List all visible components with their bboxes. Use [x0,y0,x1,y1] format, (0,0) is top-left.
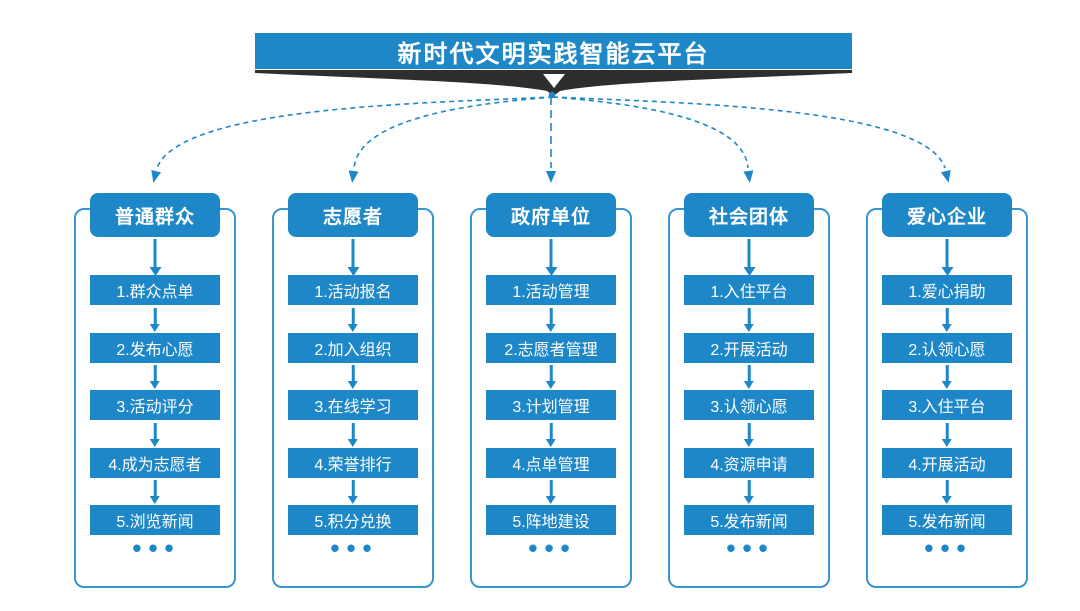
down-arrow-icon [153,308,157,324]
down-arrow-icon [747,308,751,324]
column-header: 社会团体 [684,193,814,237]
down-arrow-icon [351,365,355,381]
ellipsis: ••• [132,533,181,563]
flow-step: 4.成为志愿者 [90,448,220,478]
column-header: 普通群众 [90,193,220,237]
down-arrow-icon [351,480,355,496]
flow-step: 3.计划管理 [486,390,616,420]
arrowhead-icon [743,170,754,183]
flow-step: 5.阵地建设 [486,505,616,535]
down-arrow-icon [747,239,751,267]
arrowhead-icon [348,170,359,183]
down-arrow-icon [549,480,553,496]
flow-step: 4.荣誉排行 [288,448,418,478]
page-title: 新时代文明实践智能云平台 [255,33,852,69]
column-header: 志愿者 [288,193,418,237]
flow-step: 1.活动管理 [486,275,616,305]
banner-chevron-ribbon [255,70,852,96]
fan-connector-lines [151,91,951,183]
flow-step: 2.认领心愿 [882,333,1012,363]
arrowhead-icon [151,169,162,183]
flow-step: 1.群众点单 [90,275,220,305]
down-arrow-icon [945,423,949,439]
down-arrow-icon [351,308,355,324]
flow-step: 2.发布心愿 [90,333,220,363]
flow-step: 1.爱心捐助 [882,275,1012,305]
down-arrow-icon [549,423,553,439]
flow-step: 4.点单管理 [486,448,616,478]
ellipsis: ••• [528,533,577,563]
flow-step: 2.志愿者管理 [486,333,616,363]
down-arrow-icon [747,423,751,439]
flow-step: 4.资源申请 [684,448,814,478]
down-arrow-icon [945,308,949,324]
flow-step: 3.认领心愿 [684,390,814,420]
down-arrow-icon [945,480,949,496]
ellipsis: ••• [924,533,973,563]
flow-step: 2.加入组织 [288,333,418,363]
down-arrow-icon [549,308,553,324]
flow-step: 4.开展活动 [882,448,1012,478]
down-arrow-icon [945,239,949,267]
down-arrow-icon [351,423,355,439]
down-arrow-icon [747,365,751,381]
column-header: 政府单位 [486,193,616,237]
flow-step: 5.积分兑换 [288,505,418,535]
down-arrow-icon [945,365,949,381]
flow-step: 2.开展活动 [684,333,814,363]
down-arrow-icon [549,239,553,267]
down-arrow-icon [549,365,553,381]
flow-step: 1.活动报名 [288,275,418,305]
column-header: 爱心企业 [882,193,1012,237]
down-arrow-icon [351,239,355,267]
ellipsis: ••• [726,533,775,563]
flow-step: 3.在线学习 [288,390,418,420]
flow-step: 5.发布新闻 [882,505,1012,535]
flow-step: 5.发布新闻 [684,505,814,535]
flow-step: 3.活动评分 [90,390,220,420]
down-arrow-icon [153,423,157,439]
hub-dot-icon [548,91,556,99]
down-arrow-icon [153,480,157,496]
down-arrow-icon [747,480,751,496]
arrowhead-icon [546,171,556,183]
arrowhead-icon [940,169,951,183]
flow-step: 3.入住平台 [882,390,1012,420]
ellipsis: ••• [330,533,379,563]
down-arrow-icon [543,74,565,88]
down-arrow-icon [153,239,157,267]
down-arrow-icon [153,365,157,381]
flow-step: 5.浏览新闻 [90,505,220,535]
flow-step: 1.入住平台 [684,275,814,305]
